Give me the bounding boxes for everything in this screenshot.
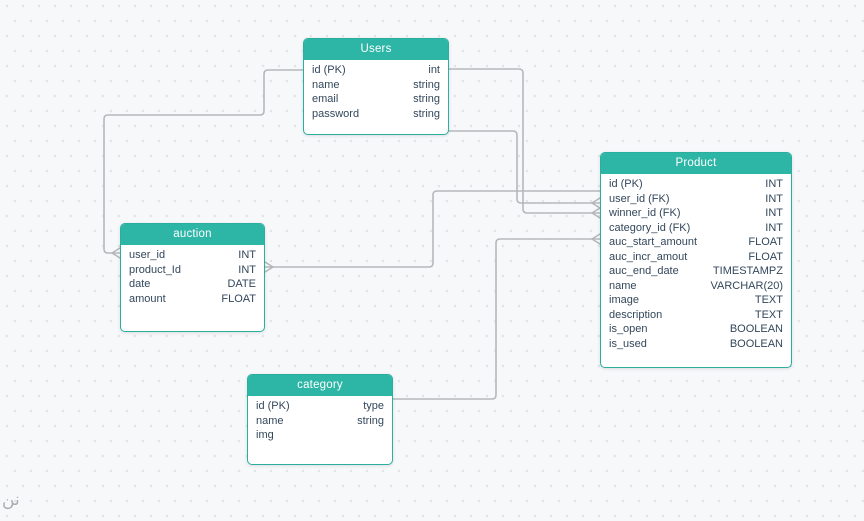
field-name: image (609, 294, 639, 307)
field-name: description (609, 308, 663, 321)
table-row[interactable]: category_id (FK) INT (601, 221, 791, 236)
field-name: is_used (609, 337, 647, 350)
table-row[interactable]: auc_start_amount FLOAT (601, 235, 791, 250)
table-row[interactable]: is_used BOOLEAN (601, 337, 791, 352)
field-type: type (363, 400, 384, 413)
field-type: DATE (227, 278, 256, 291)
table-header-product[interactable]: Product (601, 153, 791, 174)
field-type: BOOLEAN (729, 337, 783, 350)
table-row[interactable]: img (248, 428, 392, 443)
field-type: FLOAT (221, 292, 256, 305)
crowsfoot-icon (591, 233, 601, 245)
table-row[interactable]: name string (304, 78, 448, 93)
table-row[interactable]: id (PK) int (304, 63, 448, 78)
field-name: name (609, 279, 637, 292)
table-row[interactable]: email string (304, 92, 448, 107)
crowsfoot-icon (591, 197, 601, 209)
field-type: TEXT (754, 294, 783, 307)
table-row[interactable]: is_open BOOLEAN (601, 322, 791, 337)
table-row[interactable]: winner_id (FK) INT (601, 206, 791, 221)
field-name: password (312, 107, 360, 120)
table-header-users[interactable]: Users (304, 39, 448, 60)
table-row[interactable]: auc_end_date TIMESTAMPZ (601, 264, 791, 279)
entity-table-auction[interactable]: auction user_id INT product_Id INT date … (120, 223, 265, 332)
field-type: FLOAT (748, 250, 783, 263)
table-row[interactable]: auc_incr_amout FLOAT (601, 250, 791, 265)
field-name: auc_start_amount (609, 236, 698, 249)
field-type: string (357, 414, 384, 427)
crowsfoot-icon (591, 207, 601, 219)
field-type: BOOLEAN (729, 323, 783, 336)
connector-line[interactable] (103, 69, 304, 254)
field-type: TIMESTAMPZ (712, 265, 783, 278)
field-type: INT (765, 221, 783, 234)
watermark-text: نن (2, 490, 20, 509)
field-type: INT (765, 192, 783, 205)
field-name: category_id (FK) (609, 221, 691, 234)
connector-line[interactable] (448, 130, 593, 204)
field-type: INT (765, 178, 783, 191)
field-name: user_id (129, 249, 166, 262)
field-type: string (413, 107, 440, 120)
connector-auction-product[interactable] (264, 190, 601, 273)
table-row[interactable]: id (PK) type (248, 399, 392, 414)
field-name: is_open (609, 323, 648, 336)
field-name: email (312, 93, 339, 106)
table-row[interactable]: password string (304, 107, 448, 122)
field-type: INT (765, 207, 783, 220)
field-type: int (428, 64, 440, 77)
table-row[interactable]: description TEXT (601, 308, 791, 323)
field-type: string (413, 78, 440, 91)
field-name: amount (129, 292, 166, 305)
field-name: product_Id (129, 263, 181, 276)
crowsfoot-icon (111, 247, 121, 259)
field-name: user_id (FK) (609, 192, 670, 205)
field-type: INT (238, 249, 256, 262)
field-name: auc_end_date (609, 265, 679, 278)
table-row[interactable]: user_id INT (121, 248, 264, 263)
table-row[interactable]: name VARCHAR(20) (601, 279, 791, 294)
table-row[interactable]: id (PK) INT (601, 177, 791, 192)
connector-line[interactable] (448, 68, 593, 214)
table-row[interactable]: user_id (FK) INT (601, 192, 791, 207)
field-name: date (129, 278, 151, 291)
connector-line[interactable] (392, 238, 593, 400)
table-row[interactable]: image TEXT (601, 293, 791, 308)
connector-users-product-winner[interactable] (448, 68, 601, 219)
field-type: VARCHAR(20) (710, 279, 783, 292)
table-header-auction[interactable]: auction (121, 224, 264, 245)
field-name: auc_incr_amout (609, 250, 688, 263)
field-type: INT (238, 263, 256, 276)
table-row[interactable]: product_Id INT (121, 263, 264, 278)
field-name: name (312, 78, 340, 91)
entity-table-users[interactable]: Users id (PK) int name string email stri… (303, 38, 449, 135)
entity-table-category[interactable]: category id (PK) type name string img (247, 374, 393, 465)
field-name: winner_id (FK) (609, 207, 681, 220)
field-name: name (256, 414, 284, 427)
field-name: id (PK) (312, 64, 346, 77)
crowsfoot-icon (264, 261, 274, 273)
field-name: id (PK) (256, 400, 290, 413)
table-row[interactable]: date DATE (121, 277, 264, 292)
table-row[interactable]: name string (248, 414, 392, 429)
connector-category-product[interactable] (392, 233, 601, 400)
entity-table-product[interactable]: Product id (PK) INT user_id (FK) INT win… (600, 152, 792, 368)
field-type: TEXT (754, 308, 783, 321)
connector-users-auction[interactable] (103, 69, 304, 259)
field-type: FLOAT (748, 236, 783, 249)
connector-users-product-user[interactable] (448, 130, 601, 209)
table-header-category[interactable]: category (248, 375, 392, 396)
field-type: string (413, 93, 440, 106)
field-name: img (256, 429, 274, 442)
table-row[interactable]: amount FLOAT (121, 292, 264, 307)
connector-line[interactable] (272, 190, 601, 268)
field-name: id (PK) (609, 178, 643, 191)
